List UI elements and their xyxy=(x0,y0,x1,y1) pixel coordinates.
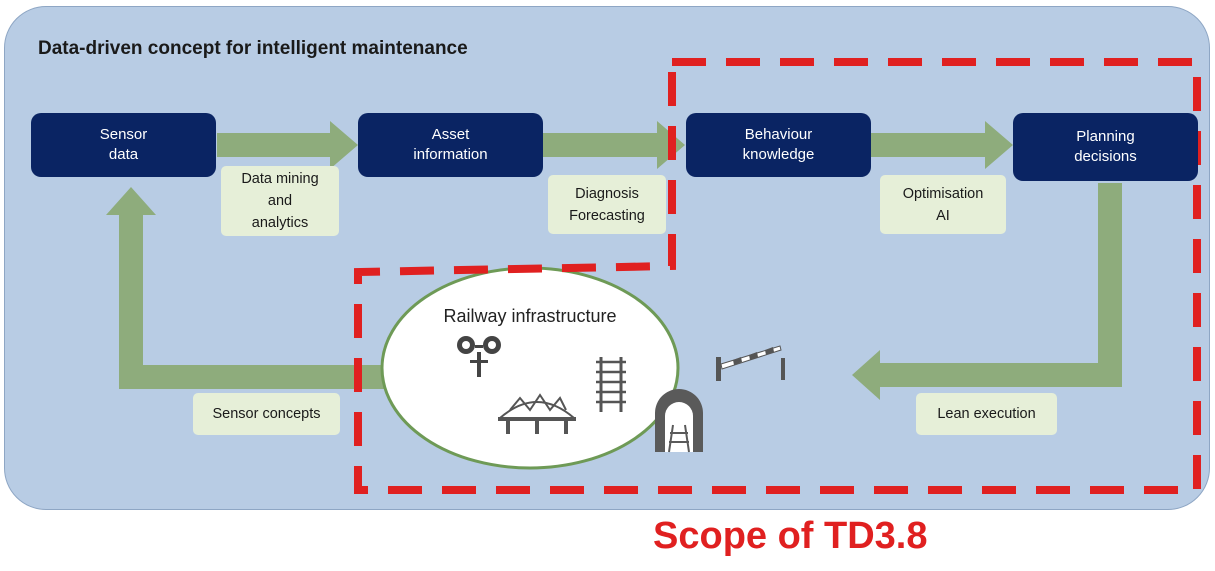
label-optimisation-ai: Optimisation AI xyxy=(880,175,1006,234)
scope-label: Scope of TD3.8 xyxy=(653,515,928,557)
node-asset-information: Asset information xyxy=(358,113,543,177)
level-crossing-icon xyxy=(716,345,785,381)
infrastructure-label: Railway infrastructure xyxy=(443,306,617,326)
label-diagnosis-forecasting: Diagnosis Forecasting xyxy=(548,175,666,234)
bridge-icon xyxy=(498,393,576,434)
scope-outline xyxy=(354,58,1201,494)
label-lean-execution: Lean execution xyxy=(916,393,1057,435)
infrastructure-ellipse xyxy=(380,266,680,470)
diagram-title: Data-driven concept for intelligent main… xyxy=(38,38,468,59)
arrow-sensor-to-asset xyxy=(217,121,358,169)
label-sensor-concepts: Sensor concepts xyxy=(193,393,340,435)
arrow-planning-to-infrastructure xyxy=(852,183,1122,400)
label-data-mining: Data mining and analytics xyxy=(221,166,339,236)
tunnel-icon xyxy=(655,389,703,453)
node-behaviour-knowledge: Behaviour knowledge xyxy=(686,113,871,177)
signal-icon xyxy=(457,336,501,377)
arrow-asset-to-behaviour xyxy=(543,121,685,169)
node-planning-decisions: Planning decisions xyxy=(1013,113,1198,181)
arrow-behaviour-to-planning xyxy=(870,121,1013,169)
node-sensor-data: Sensor data xyxy=(31,113,216,177)
track-icon xyxy=(596,357,626,412)
